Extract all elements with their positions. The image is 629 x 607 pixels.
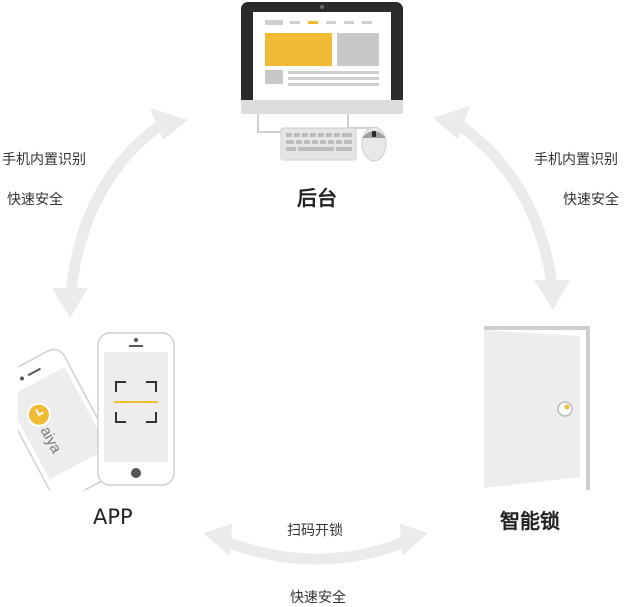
door-icon: [484, 326, 590, 490]
link-right-line2: 快速安全: [563, 192, 619, 208]
arrow-bottom-arc: [203, 524, 428, 565]
node-app-label: APP: [93, 505, 133, 529]
link-left-line2: 快速安全: [7, 192, 63, 208]
link-bottom-line1: 扫码开锁: [287, 523, 343, 539]
phone-icon: aiya: [18, 332, 175, 490]
node-backend-label: 后台: [297, 186, 337, 210]
arrow-right-arc: [433, 106, 570, 310]
link-bottom-line2: 快速安全: [290, 590, 346, 606]
link-left-line1: 手机内置识别: [2, 152, 86, 168]
link-right-line1: 手机内置识别: [534, 152, 618, 168]
node-smart-lock-label: 智能锁: [500, 509, 560, 533]
arrow-left-arc: [52, 108, 188, 318]
computer-icon: [241, 2, 403, 162]
